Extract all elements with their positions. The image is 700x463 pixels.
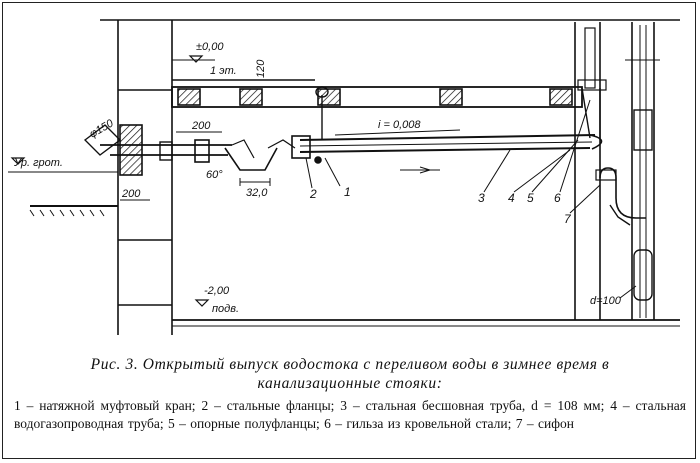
label-level-top: ±0,00 (196, 41, 224, 53)
figure-title-line2: канализационные стояки: (257, 375, 443, 392)
callout-5: 5 (527, 191, 534, 205)
callout-7: 7 (564, 212, 572, 226)
ground-line (8, 171, 118, 217)
pipe-bend (224, 139, 296, 186)
label-dim-200-top: 200 (191, 120, 211, 132)
floor-slab (171, 59, 583, 108)
label-dim-200-side: 200 (121, 188, 141, 200)
exterior-wall (100, 19, 680, 335)
label-slope: i = 0,008 (378, 119, 421, 131)
callout-3: 3 (478, 191, 485, 205)
figure-title: Рис. 3. Открытый выпуск водостока с пере… (10, 355, 690, 393)
dimension-lines (120, 129, 461, 201)
label-ground-mark: Ур. грот. (13, 157, 63, 169)
callout-leaders (305, 99, 637, 299)
label-level-bottom: -2,00 (204, 285, 230, 297)
callout-4: 4 (508, 191, 515, 205)
figure-frame (2, 2, 696, 459)
label-angle: 60° (206, 169, 223, 181)
stopcock-valve (314, 86, 329, 164)
label-diam-100: d=100 (590, 295, 622, 307)
figure-legend: 1 – натяжной муфтовый кран; 2 – стальные… (14, 398, 686, 431)
level-markers (10, 55, 210, 307)
siphon (595, 167, 646, 226)
callout-6: 6 (554, 191, 561, 205)
label-dim-320: 32,0 (246, 187, 268, 199)
label-diam-150: φ150 (88, 117, 117, 141)
label-floor-top: 1 эт. (210, 65, 237, 77)
callout-1: 1 (344, 185, 351, 199)
technical-drawing: ±0,00 1 эт. 120 i = 0,008 200 φ150 Ур. г… (8, 19, 680, 335)
riser-columns (574, 22, 660, 320)
callout-2: 2 (309, 187, 317, 201)
drain-pipe (291, 79, 607, 159)
label-floor-bottom: подв. (212, 303, 239, 315)
label-dim-120: 120 (255, 59, 267, 78)
figure-title-line1: Рис. 3. Открытый выпуск водостока с пере… (90, 356, 610, 373)
basement-floor (172, 319, 680, 327)
outlet-pipe (83, 124, 232, 163)
